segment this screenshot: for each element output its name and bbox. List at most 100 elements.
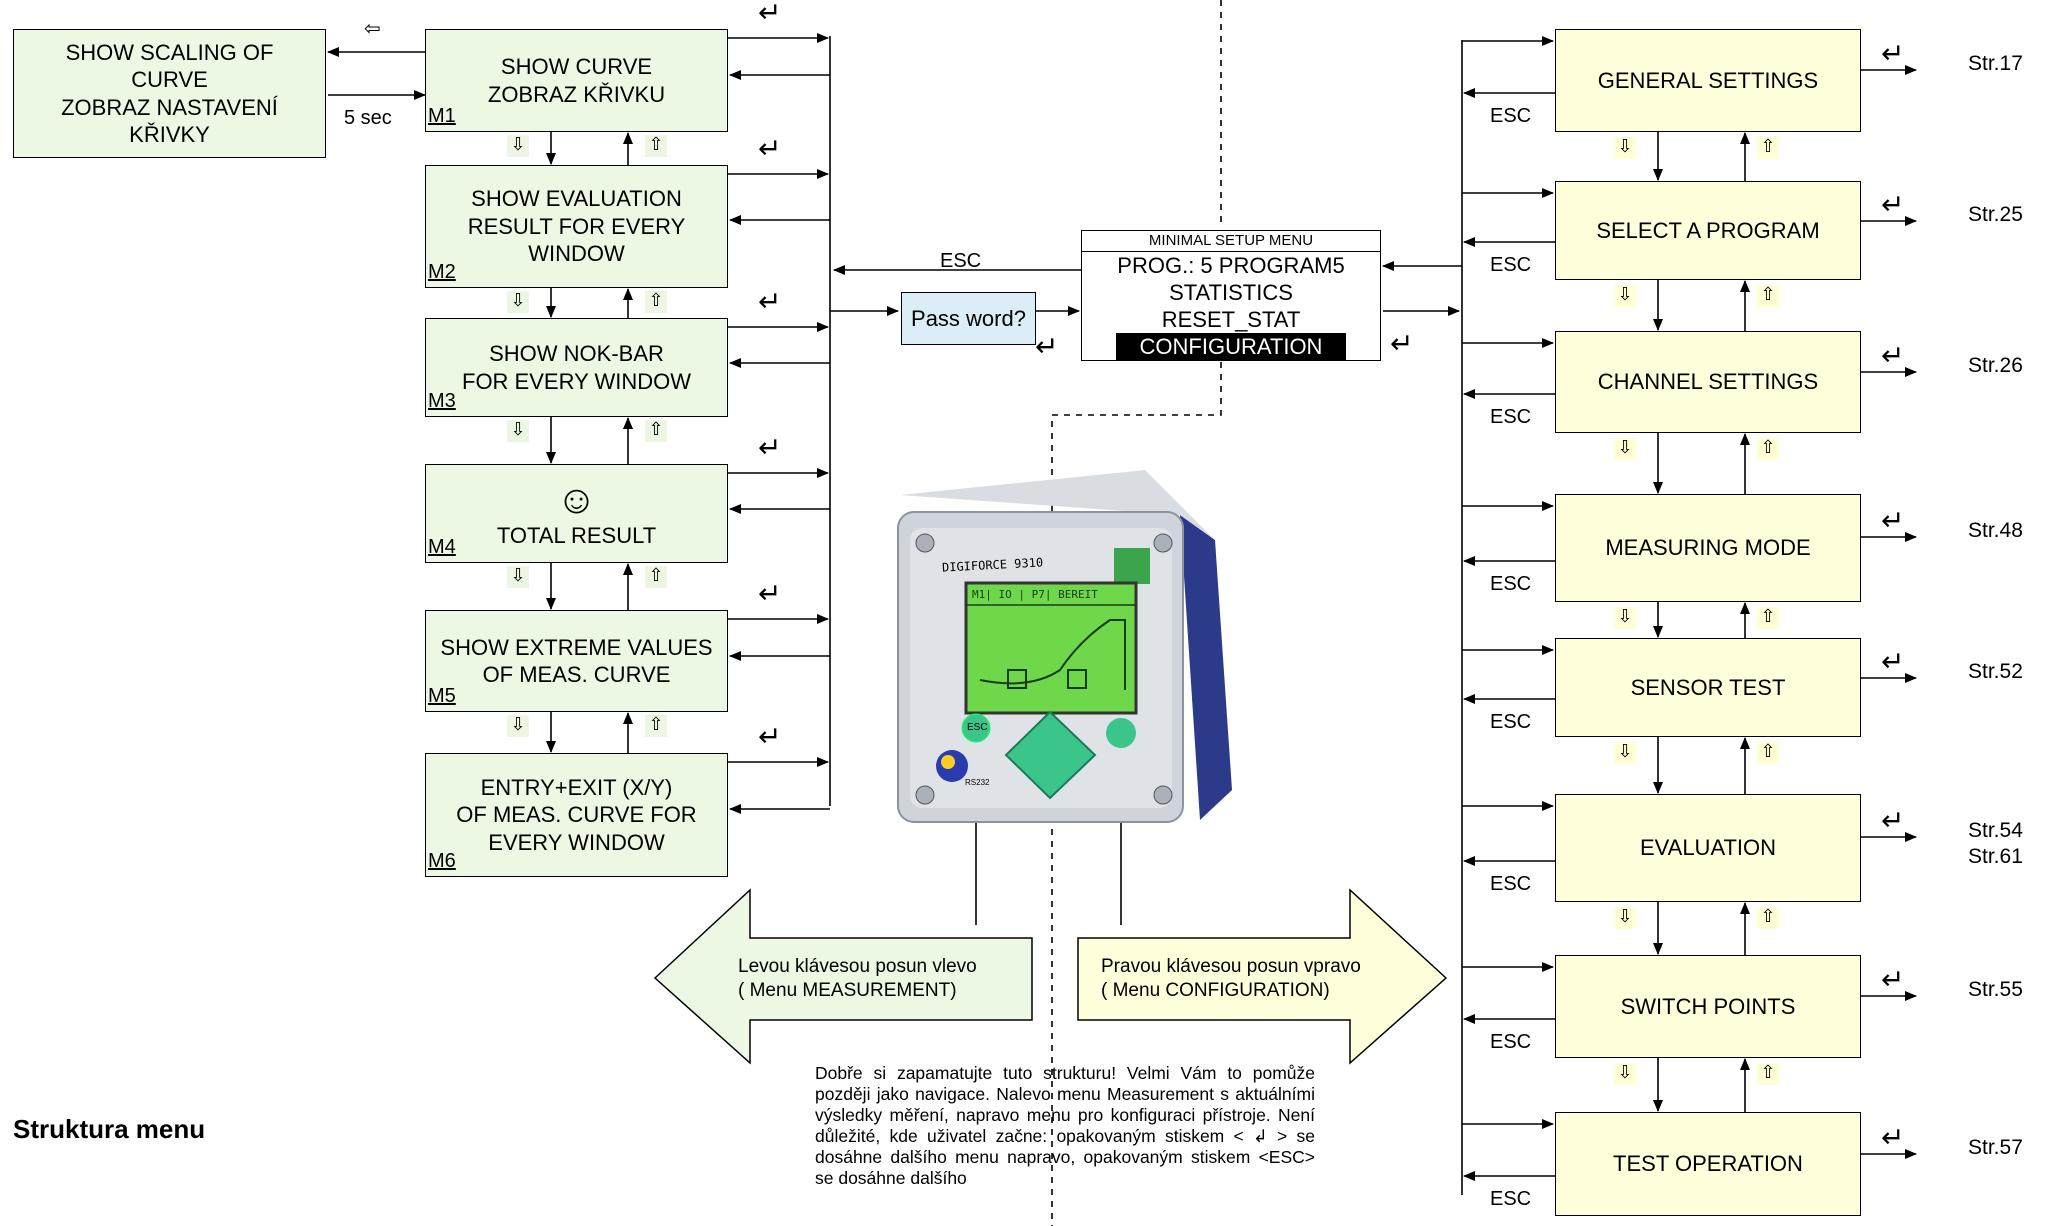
enter-icon-left-6: ↵ [758,720,782,753]
left-arrow-text: Levou klávesou posun vlevo ( Menu MEASUR… [738,955,977,1003]
config-menu-label: SELECT A PROGRAM [1596,217,1820,243]
config-menu-general-settings[interactable]: GENERAL SETTINGS [1555,29,1861,132]
enter-icon-right-1: ↵ [1881,37,1905,70]
config-menu-label: CHANNEL SETTINGS [1597,369,1819,395]
down-arrow-icon-left-3: ⇩ [507,420,529,442]
m6-line-1: ENTRY+EXIT (X/Y) [480,774,673,800]
digiforce-device-image [897,470,1232,823]
page-title: Struktura menu [13,1114,206,1144]
down-arrow-icon-left-2: ⇩ [507,291,529,313]
page-ref-6: Str.54 [1968,819,2023,842]
right-navigation-arrow [1077,888,1448,1065]
down-arrow-icon-left-5: ⇩ [507,715,529,737]
up-arrow-icon-left-5: ⇧ [645,715,667,737]
scaling-line-2: CURVE [131,67,208,92]
config-menu-switch-points[interactable]: SWITCH POINTS [1555,955,1861,1058]
up-arrow-icon-right-3: ⇧ [1757,438,1779,460]
page-ref-5: Str.52 [1968,660,2023,683]
up-arrow-icon-right-6: ⇧ [1757,907,1779,929]
m1-line-1: SHOW CURVE [500,54,653,79]
minimal-menu-item-program[interactable]: PROG.: 5 PROGRAM5 [1117,253,1345,278]
config-menu-select-a-program[interactable]: SELECT A PROGRAM [1555,181,1861,280]
menu-m1[interactable]: SHOW CURVE ZOBRAZ KŘIVKU M1 [425,29,728,132]
down-arrow-icon-right-2: ⇩ [1614,285,1636,307]
page-ref-8: Str.57 [1968,1136,2023,1159]
m5-line-2: OF MEAS. CURVE [482,662,671,687]
left-arrow-line-1: Levou klávesou posun vlevo [738,956,977,977]
minimal-menu-title: MINIMAL SETUP MENU [1082,231,1380,252]
center-esc-label: ESC [940,250,982,272]
m3-line-1: SHOW NOK-BAR [489,341,664,366]
enter-icon-right-7: ↵ [1881,963,1905,996]
minimal-setup-menu[interactable]: MINIMAL SETUP MENU PROG.: 5 PROGRAM5 STA… [1081,230,1381,361]
m6-line-2: OF MEAS. CURVE FOR [456,802,697,828]
m1-line-2: ZOBRAZ KŘIVKU [487,81,666,107]
right-arrow-line-1: Pravou klávesou posun vpravo [1101,956,1361,977]
back-arrow-icon: ⇦ [364,18,381,40]
menu-m4[interactable]: ☺ TOTAL RESULT M4 [425,464,728,563]
up-arrow-icon-right-5: ⇧ [1757,742,1779,764]
page-ref-4: Str.48 [1968,519,2023,542]
enter-icon-left-3: ↵ [758,285,782,318]
m3-tag: M3 [428,390,456,412]
m1-tag: M1 [428,105,456,127]
scaling-line-3: ZOBRAZ NASTAVENÍ [61,94,278,120]
m4-line-2: TOTAL RESULT [496,522,657,548]
down-arrow-icon-right-1: ⇩ [1614,137,1636,159]
m2-line-1: SHOW EVALUATION [471,186,682,212]
up-arrow-icon-left-2: ⇧ [645,291,667,313]
config-menu-test-operation[interactable]: TEST OPERATION [1555,1112,1861,1216]
password-box[interactable]: Pass word? [901,292,1036,345]
menu-m5[interactable]: SHOW EXTREME VALUES OF MEAS. CURVE M5 [425,610,728,712]
down-arrow-icon-right-7: ⇩ [1614,1063,1636,1085]
m4-tag: M4 [428,536,456,558]
menu-m6[interactable]: ENTRY+EXIT (X/Y) OF MEAS. CURVE FOR EVER… [425,753,728,877]
esc-label-8: ESC [1490,1188,1532,1210]
down-arrow-icon-right-4: ⇩ [1614,607,1636,629]
right-arrow-text: Pravou klávesou posun vpravo ( Menu CONF… [1101,955,1361,1003]
left-arrow-line-2: ( Menu MEASUREMENT) [738,979,957,1001]
m5-line-1: SHOW EXTREME VALUES [440,634,713,660]
enter-icon-left-4: ↵ [758,431,782,464]
device-esc-key[interactable]: ESC [967,722,988,733]
down-arrow-icon-right-6: ⇩ [1614,907,1636,929]
config-menu-channel-settings[interactable]: CHANNEL SETTINGS [1555,331,1861,433]
enter-icon-right-8: ↵ [1881,1121,1905,1154]
page-ref-7: Str.55 [1968,978,2023,1001]
esc-label-3: ESC [1490,406,1532,428]
smiley-icon: ☺ [556,477,597,522]
page-ref-1: Str.17 [1968,52,2023,75]
minimal-menu-item-reset[interactable]: RESET_STAT [1161,307,1301,332]
esc-label-7: ESC [1490,1031,1532,1053]
m5-tag: M5 [428,685,456,707]
scaling-info-box: SHOW SCALING OF CURVE ZOBRAZ NASTAVENÍ K… [13,29,326,158]
config-menu-sensor-test[interactable]: SENSOR TEST [1555,638,1861,737]
menu-m3[interactable]: SHOW NOK-BAR FOR EVERY WINDOW M3 [425,318,728,417]
minimal-menu-item-statistics[interactable]: STATISTICS [1169,280,1293,305]
down-arrow-icon-left-1: ⇩ [507,135,529,157]
scaling-line-4: KŘIVKY [129,122,210,147]
esc-label-1: ESC [1490,105,1532,127]
page-ref-3: Str.26 [1968,354,2023,377]
enter-icon-right-2: ↵ [1881,188,1905,221]
config-menu-evaluation[interactable]: EVALUATION [1555,794,1861,902]
instruction-note: Dobře si zapamatujte tuto strukturu! Vel… [815,1063,1315,1188]
up-arrow-icon-right-7: ⇧ [1757,1063,1779,1085]
config-menu-measuring-mode[interactable]: MEASURING MODE [1555,494,1861,602]
esc-label-5: ESC [1490,711,1532,733]
enter-icon-right-5: ↵ [1881,645,1905,678]
minimal-menu-item-configuration[interactable]: CONFIGURATION [1116,333,1346,360]
m3-line-2: FOR EVERY WINDOW [462,368,691,394]
menu-m2[interactable]: SHOW EVALUATION RESULT FOR EVERY WINDOW … [425,165,728,288]
esc-label-4: ESC [1490,573,1532,595]
device-port-label: RS232 [965,778,990,787]
up-arrow-icon-right-2: ⇧ [1757,285,1779,307]
config-menu-label: GENERAL SETTINGS [1597,67,1819,93]
device-screen-header: M1| IO | P7| BEREIT [972,588,1098,601]
up-arrow-icon-right-4: ⇧ [1757,607,1779,629]
config-menu-label: SWITCH POINTS [1620,993,1796,1019]
enter-icon-left-1: ↵ [758,0,782,29]
password-label: Pass word? [911,305,1026,331]
scaling-line-1: SHOW SCALING OF [65,39,274,65]
